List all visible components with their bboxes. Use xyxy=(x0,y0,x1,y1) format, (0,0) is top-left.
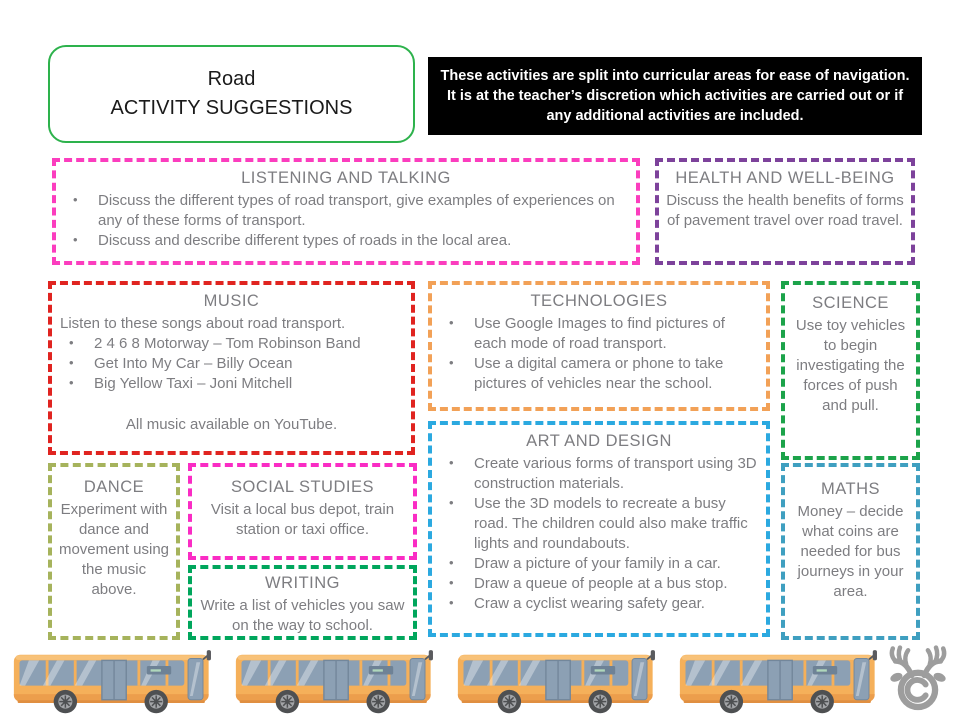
bullet-item: Use Google Images to find pictures of ea… xyxy=(438,314,760,354)
listening-bullet-list: Discuss the different types of road tran… xyxy=(62,191,630,251)
box-health-and-wellbeing: HEALTH AND WELL-BEING Discuss the health… xyxy=(655,158,915,265)
box-dance: DANCE Experiment with dance and movement… xyxy=(48,463,180,640)
box-title-technologies: TECHNOLOGIES xyxy=(530,292,668,310)
music-intro-text: Listen to these songs about road transpo… xyxy=(60,314,346,332)
box-technologies: TECHNOLOGIES Use Google Images to find p… xyxy=(428,281,770,411)
bullet-item: Big Yellow Taxi – Joni Mitchell xyxy=(58,374,405,394)
bullet-item: Get Into My Car – Billy Ocean xyxy=(58,354,405,374)
bullet-item: Use a digital camera or phone to take pi… xyxy=(438,354,760,394)
music-song-list: 2 4 6 8 Motorway – Tom Robinson BandGet … xyxy=(58,334,405,394)
bullet-item: Discuss and describe different types of … xyxy=(62,231,630,251)
bullet-item: Draw a queue of people at a bus stop. xyxy=(438,574,760,594)
moose-copyright-icon xyxy=(889,645,947,711)
technologies-bullet-list: Use Google Images to find pictures of ea… xyxy=(438,314,760,394)
box-title-health-and-wellbeing: HEALTH AND WELL-BEING xyxy=(675,169,895,187)
bullet-item: Craw a cyclist wearing safety gear. xyxy=(438,594,760,614)
bus-icon xyxy=(679,650,877,714)
writing-body-text: Write a list of vehicles you saw on the … xyxy=(200,596,405,634)
box-listening-and-talking: LISTENING AND TALKING Discuss the differ… xyxy=(52,158,640,265)
box-title-music: MUSIC xyxy=(203,292,260,310)
maths-body-text: Money – decide what coins are needed for… xyxy=(797,502,904,600)
title-box: Road ACTIVITY SUGGESTIONS xyxy=(48,45,415,143)
dance-body-text: Experiment with dance and movement using… xyxy=(58,500,170,598)
bus-illustration xyxy=(12,646,218,716)
music-footer-text: All music available on YouTube. xyxy=(125,415,338,433)
box-social-studies: SOCIAL STUDIES Visit a local bus depot, … xyxy=(188,463,417,560)
bullet-item: Create various forms of transport using … xyxy=(438,454,760,494)
bullet-item: Use the 3D models to recreate a busy roa… xyxy=(438,494,760,554)
box-title-dance: DANCE xyxy=(83,478,145,496)
social-studies-body-text: Visit a local bus depot, train station o… xyxy=(210,500,395,538)
bus-illustration xyxy=(234,646,440,716)
slide-title-line2: ACTIVITY SUGGESTIONS xyxy=(110,97,353,119)
box-title-art-and-design: ART AND DESIGN xyxy=(526,432,672,450)
slide-title-line1: Road xyxy=(207,68,256,90)
science-body-text: Use toy vehicles to begin investigating … xyxy=(795,316,906,414)
box-title-maths: MATHS xyxy=(820,480,881,498)
bus-icon xyxy=(13,650,211,714)
moose-copyright-logo xyxy=(882,642,954,718)
bus-icon xyxy=(235,650,433,714)
box-science: SCIENCE Use toy vehicles to begin invest… xyxy=(781,281,920,460)
bus-row xyxy=(12,646,884,716)
box-title-science: SCIENCE xyxy=(812,294,889,312)
bus-icon xyxy=(457,650,655,714)
box-maths: MATHS Money – decide what coins are need… xyxy=(781,463,920,640)
bus-illustration xyxy=(678,646,884,716)
bus-illustration xyxy=(456,646,662,716)
box-music: MUSIC Listen to these songs about road t… xyxy=(48,281,415,455)
notice-text: These activities are split into curricul… xyxy=(440,68,910,124)
box-art-and-design: ART AND DESIGN Create various forms of t… xyxy=(428,421,770,637)
box-title-social-studies: SOCIAL STUDIES xyxy=(230,478,374,496)
box-title-listening-and-talking: LISTENING AND TALKING xyxy=(241,169,451,187)
bullet-item: 2 4 6 8 Motorway – Tom Robinson Band xyxy=(58,334,405,354)
health-body-text: Discuss the health benefits of forms of … xyxy=(666,191,904,229)
box-writing: WRITING Write a list of vehicles you saw… xyxy=(188,565,417,640)
notice-banner: These activities are split into curricul… xyxy=(428,57,922,135)
box-title-writing: WRITING xyxy=(265,574,340,592)
art-bullet-list: Create various forms of transport using … xyxy=(438,454,760,614)
bullet-item: Draw a picture of your family in a car. xyxy=(438,554,760,574)
bullet-item: Discuss the different types of road tran… xyxy=(62,191,630,231)
